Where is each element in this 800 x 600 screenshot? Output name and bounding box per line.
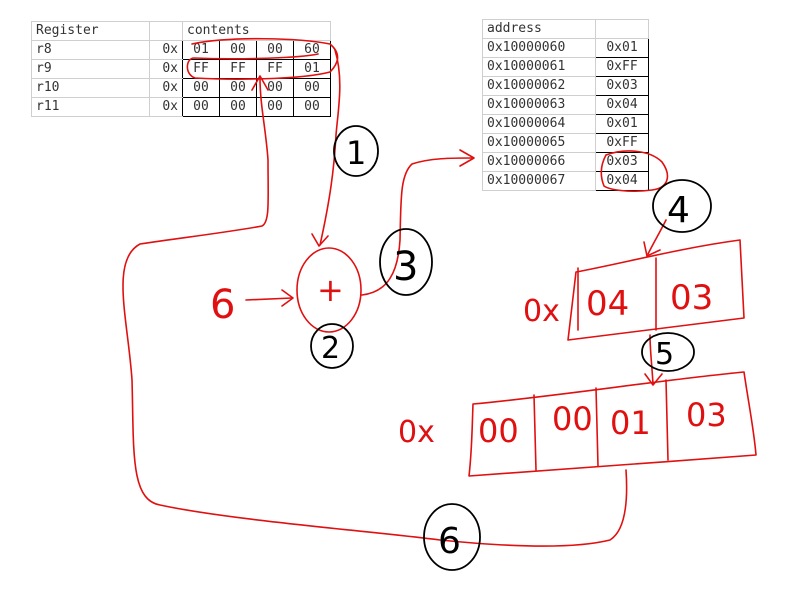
word-prefix: 0x bbox=[398, 415, 435, 450]
step-marker-4: 4 bbox=[652, 179, 712, 233]
step-marker-3: 3 bbox=[379, 228, 433, 296]
arrow-word-to-register bbox=[122, 77, 628, 547]
arrowhead-word bbox=[644, 373, 663, 386]
memory-table: address 0x10000060 0x01 0x10000061 0xFF … bbox=[482, 19, 649, 191]
step-label: 6 bbox=[438, 521, 461, 562]
step-label: 3 bbox=[393, 244, 418, 290]
register-byte: 00 bbox=[219, 40, 257, 60]
register-byte: FF bbox=[182, 59, 220, 79]
register-byte: 00 bbox=[219, 78, 257, 98]
memory-row: 0x10000064 0x01 bbox=[482, 114, 649, 134]
word-divider bbox=[665, 379, 669, 461]
memory-row: 0x10000063 0x04 bbox=[482, 95, 649, 115]
register-row: r10 0x 00 00 00 00 bbox=[31, 78, 331, 98]
register-row: r9 0x FF FF FF 01 bbox=[31, 59, 331, 79]
adder-symbol: + bbox=[317, 271, 344, 309]
halfword-byte: 03 bbox=[670, 278, 713, 318]
hex-prefix: 0x bbox=[149, 97, 183, 117]
arrow-halfword-to-word bbox=[649, 334, 654, 385]
step-label: 4 bbox=[667, 190, 690, 231]
register-row: r11 0x 00 00 00 00 bbox=[31, 97, 331, 117]
contents-column-header: contents bbox=[182, 21, 331, 41]
register-row: r8 0x 01 00 00 60 bbox=[31, 40, 331, 60]
step-circle bbox=[333, 125, 379, 177]
step-label: 1 bbox=[346, 134, 366, 172]
step-marker-6: 6 bbox=[423, 503, 481, 571]
arrowhead-adder-top bbox=[311, 233, 329, 247]
register-byte: 60 bbox=[293, 40, 331, 60]
step-marker-5: 5 bbox=[641, 332, 695, 372]
memory-address: 0x10000063 bbox=[482, 95, 596, 115]
address-column-header: address bbox=[482, 19, 596, 39]
register-byte: 00 bbox=[293, 97, 331, 117]
memory-row: 0x10000062 0x03 bbox=[482, 76, 649, 96]
word-byte: 00 bbox=[552, 400, 593, 438]
memory-row: 0x10000060 0x01 bbox=[482, 38, 649, 58]
memory-address: 0x10000064 bbox=[482, 114, 596, 134]
step-label: 2 bbox=[321, 331, 340, 366]
hex-prefix: 0x bbox=[149, 59, 183, 79]
register-column-header: Register bbox=[31, 21, 150, 41]
halfword-byte: 04 bbox=[586, 284, 629, 324]
arrow-registers-to-adder bbox=[319, 49, 341, 246]
offset-input-label: 6 bbox=[210, 282, 235, 328]
register-byte: 00 bbox=[256, 97, 294, 117]
word-divider bbox=[533, 394, 537, 471]
arrow-offset-to-adder bbox=[245, 297, 293, 301]
arrowhead-halfword bbox=[643, 241, 661, 257]
arrow-memory-to-halfword bbox=[647, 219, 667, 255]
word-byte: 01 bbox=[610, 404, 651, 442]
step-label: 5 bbox=[655, 337, 674, 372]
arrow-adder-to-memory bbox=[361, 157, 473, 296]
word-divider bbox=[595, 387, 599, 467]
step-circle bbox=[652, 179, 712, 233]
memory-table-header: address bbox=[482, 19, 649, 39]
step-marker-2: 2 bbox=[310, 323, 354, 369]
step-circle bbox=[310, 323, 354, 369]
arrowhead-memory bbox=[459, 149, 475, 167]
register-byte: FF bbox=[219, 59, 257, 79]
word-box bbox=[468, 371, 757, 477]
word-byte: 03 bbox=[686, 396, 727, 434]
memory-row: 0x10000065 0xFF bbox=[482, 133, 649, 153]
step-circle bbox=[379, 228, 433, 296]
register-table: Register contents r8 0x 01 00 00 60 r9 0… bbox=[31, 21, 331, 117]
halfword-box bbox=[567, 239, 745, 341]
halfword-prefix: 0x bbox=[523, 294, 560, 329]
register-name: r11 bbox=[31, 97, 150, 117]
memory-address: 0x10000067 bbox=[482, 171, 596, 191]
word-byte: 00 bbox=[478, 412, 519, 450]
memory-value: 0x01 bbox=[595, 38, 649, 58]
memory-value: 0x01 bbox=[595, 114, 649, 134]
arrowhead-register bbox=[251, 75, 269, 91]
memory-highlight-loop bbox=[600, 150, 669, 193]
register-table-header: Register contents bbox=[31, 21, 331, 41]
register-highlight-loop bbox=[186, 37, 339, 80]
step-circle bbox=[641, 332, 695, 372]
memory-value: 0xFF bbox=[595, 133, 649, 153]
step-circle bbox=[423, 503, 481, 571]
arrowhead-offset bbox=[281, 289, 294, 307]
step-marker-1: 1 bbox=[333, 125, 379, 177]
adder-circle bbox=[296, 247, 362, 333]
register-byte: 00 bbox=[182, 78, 220, 98]
